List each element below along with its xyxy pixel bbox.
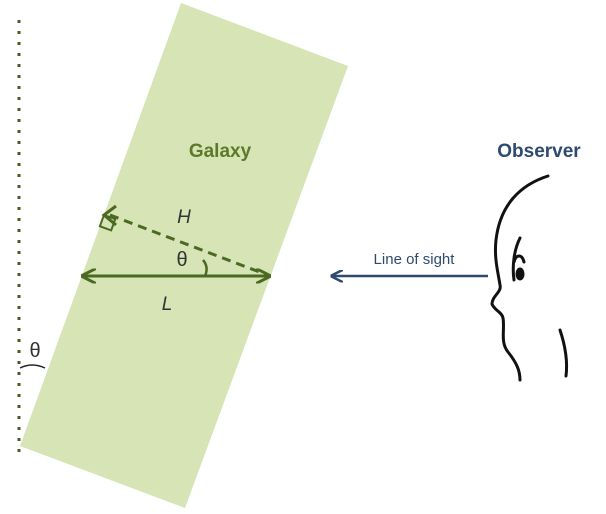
observer-face-icon xyxy=(490,174,569,382)
length-label: L xyxy=(162,294,173,315)
line-of-sight-label: Line of sight xyxy=(374,251,456,268)
right-angle-marker xyxy=(98,213,117,232)
outer-angle-arc xyxy=(19,364,46,369)
outer-angle-label: θ xyxy=(29,340,40,362)
height-label: H xyxy=(177,207,191,228)
observer-label: Observer xyxy=(497,141,581,162)
inner-angle-label: θ xyxy=(176,249,187,271)
height-dashed-line xyxy=(109,213,271,278)
galaxy-slab xyxy=(20,3,348,508)
galaxy-label: Galaxy xyxy=(189,141,252,162)
inner-angle-arc xyxy=(202,259,208,277)
